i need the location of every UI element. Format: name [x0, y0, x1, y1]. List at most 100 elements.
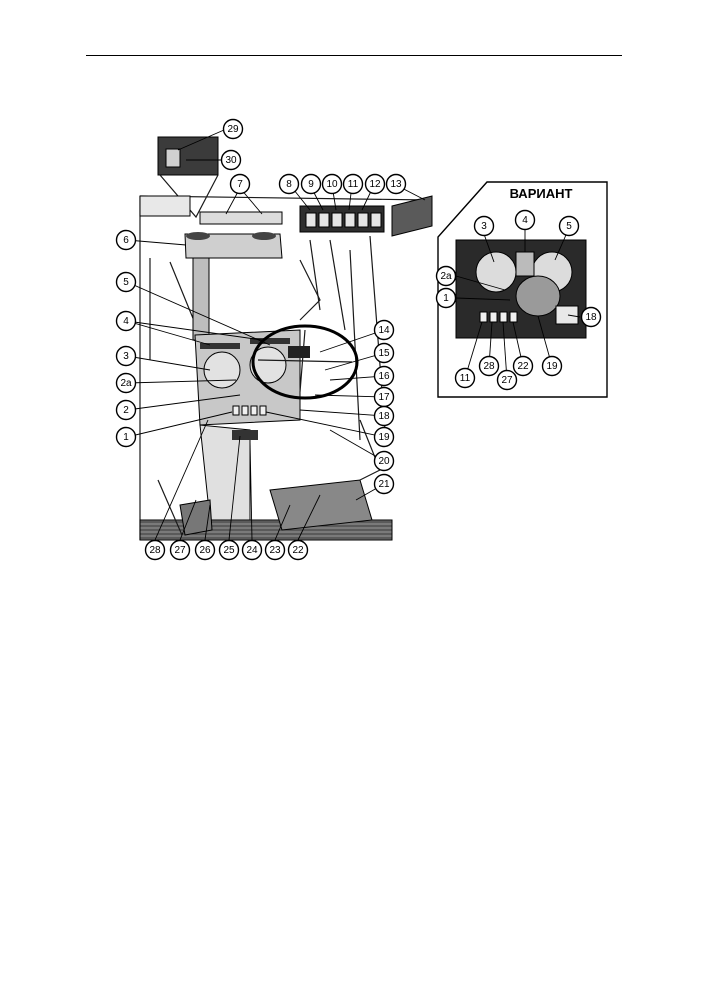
- callout-circle: [541, 355, 563, 377]
- callout-circle: [454, 367, 476, 389]
- callout-label: 15: [378, 348, 390, 359]
- main-callout-19: 19: [373, 426, 395, 448]
- callout-label: 11: [348, 179, 359, 190]
- callout-circle: [278, 173, 300, 195]
- callout-label: 27: [501, 375, 513, 386]
- callout-circle: [342, 173, 364, 195]
- main-callout-11: 11: [342, 173, 364, 195]
- callout-label: 22: [517, 361, 529, 372]
- callout-circle: [241, 539, 263, 561]
- callout-label: 28: [483, 361, 495, 372]
- callout-circle: [373, 426, 395, 448]
- callout-label: 29: [227, 124, 239, 135]
- main-callout-13: 13: [385, 173, 407, 195]
- main-callout-4: 4: [115, 310, 137, 332]
- callout-label: 21: [378, 479, 390, 490]
- callout-label: 30: [225, 155, 237, 166]
- callout-label: 28: [149, 545, 161, 556]
- callout-label: 8: [286, 179, 292, 190]
- callout-circle: [144, 539, 166, 561]
- callout-circle: [115, 372, 137, 394]
- callout-label: 18: [378, 411, 390, 422]
- top-rule: [86, 55, 622, 56]
- callout-circle: [300, 173, 322, 195]
- callout-circle: [435, 287, 457, 309]
- callout-label: 2: [123, 405, 129, 416]
- callout-label: 12: [369, 179, 381, 190]
- main-callout-5: 5: [115, 271, 137, 293]
- main-callout-29: 29: [222, 118, 244, 140]
- callout-circle: [115, 310, 137, 332]
- callout-circle: [496, 369, 518, 391]
- callout-circle: [115, 426, 137, 448]
- main-callout-7: 7: [229, 173, 251, 195]
- cab-artwork: [139, 136, 433, 541]
- callout-label: 10: [326, 179, 338, 190]
- main-callout-30: 30: [220, 149, 242, 171]
- main-callout-12: 12: [364, 173, 386, 195]
- callout-circle: [373, 365, 395, 387]
- main-callout-2: 2: [115, 399, 137, 421]
- callout-label: 23: [269, 545, 281, 556]
- callout-label: 3: [123, 351, 129, 362]
- callout-label: 2a: [120, 378, 132, 389]
- variant-callout-11: 11: [454, 367, 476, 389]
- callout-circle: [218, 539, 240, 561]
- callout-label: 19: [378, 432, 390, 443]
- variant-title: ВАРИАНТ: [510, 186, 573, 201]
- callout-label: 9: [308, 179, 314, 190]
- callout-label: 24: [246, 545, 258, 556]
- variant-callout-27: 27: [496, 369, 518, 391]
- callout-label: 20: [378, 456, 390, 467]
- main-callout-20: 20: [373, 450, 395, 472]
- callout-circle: [115, 345, 137, 367]
- callout-circle: [115, 271, 137, 293]
- main-callout-16: 16: [373, 365, 395, 387]
- callout-circle: [264, 539, 286, 561]
- main-callout-17: 17: [373, 386, 395, 408]
- callout-circle: [435, 265, 457, 287]
- callout-circle: [220, 149, 242, 171]
- main-callout-28: 28: [144, 539, 166, 561]
- main-callout-1: 1: [115, 426, 137, 448]
- callout-circle: [580, 306, 602, 328]
- callout-circle: [373, 342, 395, 364]
- variant-callout-5: 5: [558, 215, 580, 237]
- callout-circle: [364, 173, 386, 195]
- callout-circle: [514, 209, 536, 231]
- callout-circle: [115, 399, 137, 421]
- callout-label: 27: [174, 545, 186, 556]
- callout-circle: [169, 539, 191, 561]
- callout-label: 5: [566, 221, 572, 232]
- callout-circle: [194, 539, 216, 561]
- callout-circle: [229, 173, 251, 195]
- main-callout-18: 18: [373, 405, 395, 427]
- variant-callout-19: 19: [541, 355, 563, 377]
- main-callout-25: 25: [218, 539, 240, 561]
- main-callout-27: 27: [169, 539, 191, 561]
- callout-label: 13: [390, 179, 402, 190]
- callout-label: 25: [223, 545, 235, 556]
- variant-callout-3: 3: [473, 215, 495, 237]
- callout-label: 3: [481, 221, 487, 232]
- callout-label: 17: [378, 392, 390, 403]
- variant-callout-18: 18: [580, 306, 602, 328]
- variant-callout-1: 1: [435, 287, 457, 309]
- callout-label: 22: [292, 545, 304, 556]
- callout-label: 14: [378, 325, 390, 336]
- callout-circle: [478, 355, 500, 377]
- callout-circle: [373, 319, 395, 341]
- callout-label: 4: [123, 316, 129, 327]
- variant-callout-22: 22: [512, 355, 534, 377]
- variant-callout-4: 4: [514, 209, 536, 231]
- callout-label: 4: [522, 215, 528, 226]
- callout-circle: [512, 355, 534, 377]
- main-callout-21: 21: [373, 473, 395, 495]
- callout-label: 6: [123, 235, 129, 246]
- callout-circle: [287, 539, 309, 561]
- variant-inset: ВАРИАНТ: [437, 181, 608, 398]
- main-callout-15: 15: [373, 342, 395, 364]
- callout-label: 19: [546, 361, 558, 372]
- callout-label: 1: [443, 293, 449, 304]
